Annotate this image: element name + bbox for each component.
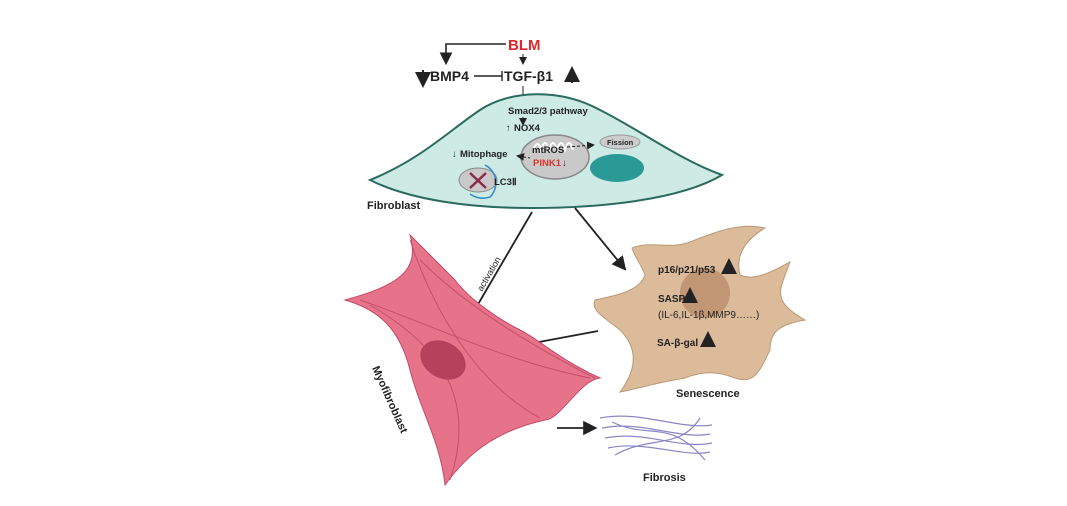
sagal-label: SA-β-gal (657, 338, 698, 349)
blocked-x-icon (469, 172, 487, 189)
lc3-membrane-icon (469, 164, 497, 199)
bmp4-label: BMP4 (430, 68, 469, 84)
top-pathway: BLM BMP4 TGF-β1 (415, 37, 580, 104)
blm-label: BLM (508, 37, 541, 54)
myofibroblast-label: Myofibroblast (369, 364, 409, 435)
tgf-label: TGF-β1 (504, 68, 553, 84)
mtros-label: mtROS (532, 145, 564, 156)
pink1-down-icon: ↓ (562, 158, 567, 169)
nox4-label: NOX4 (514, 123, 541, 134)
pink1-label: PINK1 (533, 158, 562, 169)
senescent-nucleus (680, 268, 730, 318)
blm-to-bmp4-arrow (439, 43, 506, 66)
sasp-label: SASP (658, 294, 686, 305)
bmp4-inhibits-tgf (474, 71, 503, 81)
mtros-to-fission-arrow (566, 141, 595, 150)
senescent-cell: p16/p21/p53 SASP (IL-6,IL-1β,MMP9……) SA-… (593, 225, 807, 400)
fibrosis-fibers (599, 415, 713, 461)
fission-mitochondrion-icon (599, 134, 641, 150)
fission-label: Fission (607, 138, 634, 147)
mitochondrion-icon (520, 134, 590, 180)
p16-label: p16/p21/p53 (658, 265, 716, 276)
lc3-label: LC3Ⅱ (494, 177, 517, 188)
fibroblast-label: Fibroblast (367, 200, 421, 212)
nox4-up-icon: ↑ (506, 123, 511, 134)
fibroblast-to-senescence-arrow (574, 207, 627, 271)
smad-label: Smad2/3 pathway (508, 106, 588, 117)
mitophage-label: Mitophage (460, 149, 508, 160)
myofibroblast-cell: Myofibroblast (343, 233, 602, 487)
sasp-factors-label: (IL-6,IL-1β,MMP9……) (658, 310, 759, 321)
mitochondrion-cristae (532, 142, 574, 154)
myofibroblast-nucleus (420, 340, 466, 380)
senescence-label: Senescence (676, 388, 740, 400)
nucleus (590, 154, 644, 182)
mitophage-down-icon: ↓ (452, 149, 457, 160)
activation-arrow (468, 211, 533, 322)
fibroblast-cell: Smad2/3 pathway ↑ NOX4 mtROS PINK1 ↓ Fis… (367, 93, 725, 212)
fibrosis-label: Fibrosis (643, 472, 686, 484)
